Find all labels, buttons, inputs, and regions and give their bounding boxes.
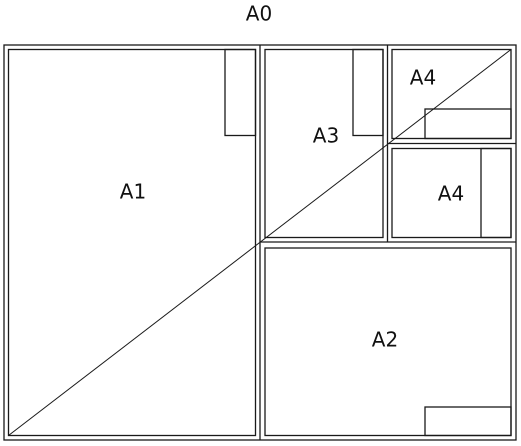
a2-border (264, 247, 512, 437)
sheet-a4-top: A4 (391, 48, 512, 140)
sheet-a1: A1 (7, 48, 257, 437)
a4-top-label: A4 (410, 66, 436, 90)
a3-title-block (352, 48, 384, 137)
sheet-a3: A3 (264, 48, 384, 239)
sheet-a2: A2 (264, 247, 512, 437)
a1-border (7, 48, 257, 437)
a4-top-title-block (424, 108, 512, 140)
diagram-title: A0 (246, 2, 272, 26)
a2-title-block (424, 406, 512, 437)
a2-label: A2 (372, 328, 398, 352)
a1-label: A1 (120, 180, 146, 204)
a4-bottom-title-block (480, 147, 512, 239)
sheet-a4-bottom: A4 (391, 147, 512, 239)
a1-title-block (224, 48, 257, 137)
a3-label: A3 (313, 124, 339, 148)
diagonal-line (8, 49, 512, 436)
a3-border (264, 48, 384, 239)
a4-bottom-label: A4 (438, 182, 464, 206)
